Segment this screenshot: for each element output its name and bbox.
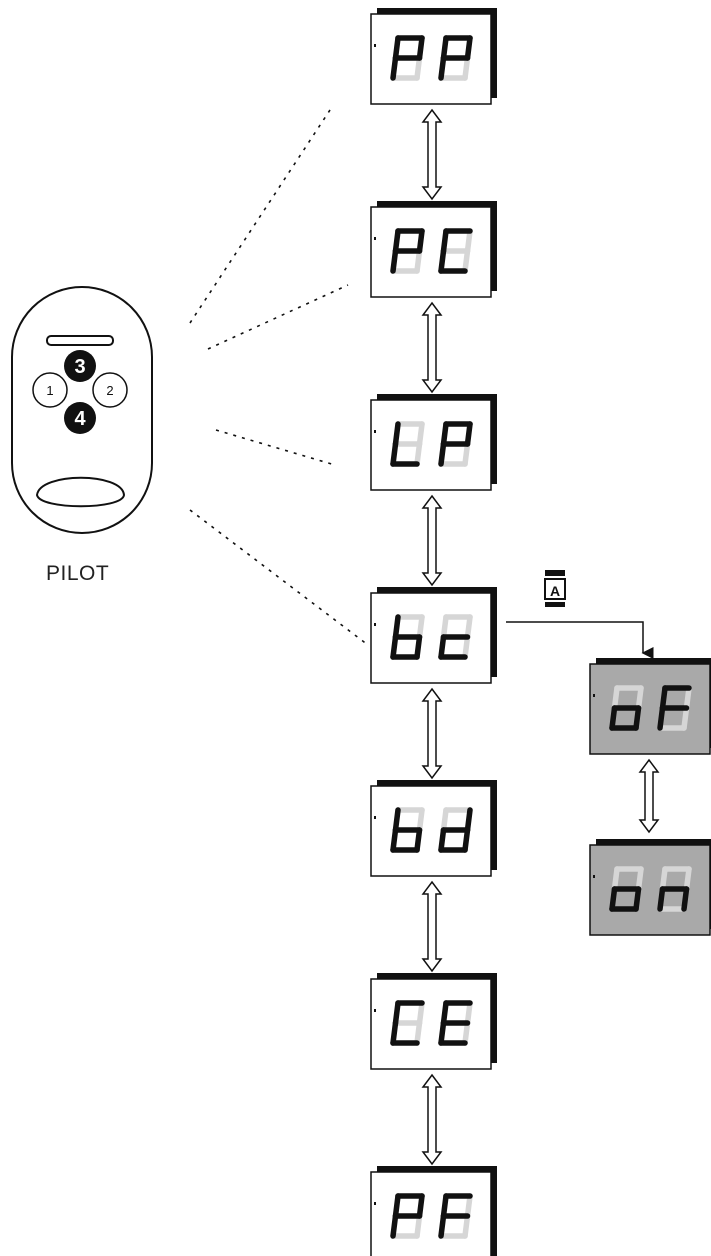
double-arrow-2 <box>421 494 443 587</box>
display-sub-on <box>589 839 711 936</box>
display-ce <box>370 973 497 1070</box>
display-pc <box>370 201 497 298</box>
remote-button-4[interactable] <box>64 402 96 434</box>
display-pf <box>370 1166 497 1256</box>
double-arrow-sub <box>638 758 660 834</box>
pilot-label: PILOT <box>46 562 110 585</box>
a-key-label: A <box>550 583 560 599</box>
remote-led-slot <box>46 335 114 346</box>
submenu-connector <box>506 621 654 659</box>
display-bc <box>370 587 497 684</box>
remote-button-1-label: 1 <box>46 383 53 398</box>
double-arrow-0 <box>421 108 443 201</box>
remote-control: 3 1 2 4 <box>11 286 153 534</box>
double-arrow-4 <box>421 880 443 973</box>
display-sub-of <box>589 658 711 755</box>
double-arrow-1 <box>421 301 443 394</box>
remote-button-2[interactable] <box>92 372 128 408</box>
remote-button-4-label: 4 <box>74 408 86 430</box>
remote-large-button[interactable] <box>35 476 126 508</box>
double-arrow-5 <box>421 1073 443 1166</box>
remote-button-1[interactable] <box>32 372 68 408</box>
dotted-connectors <box>189 109 369 646</box>
a-key-badge: A <box>544 570 566 607</box>
remote-button-3[interactable] <box>64 350 96 382</box>
display-lp <box>370 394 497 491</box>
double-arrow-3 <box>421 687 443 780</box>
remote-button-2-label: 2 <box>106 383 113 398</box>
display-pp <box>370 8 497 105</box>
menu-chain <box>370 8 497 1256</box>
remote-button-3-label: 3 <box>74 356 85 378</box>
submenu-chain <box>589 658 711 936</box>
display-bd <box>370 780 497 877</box>
